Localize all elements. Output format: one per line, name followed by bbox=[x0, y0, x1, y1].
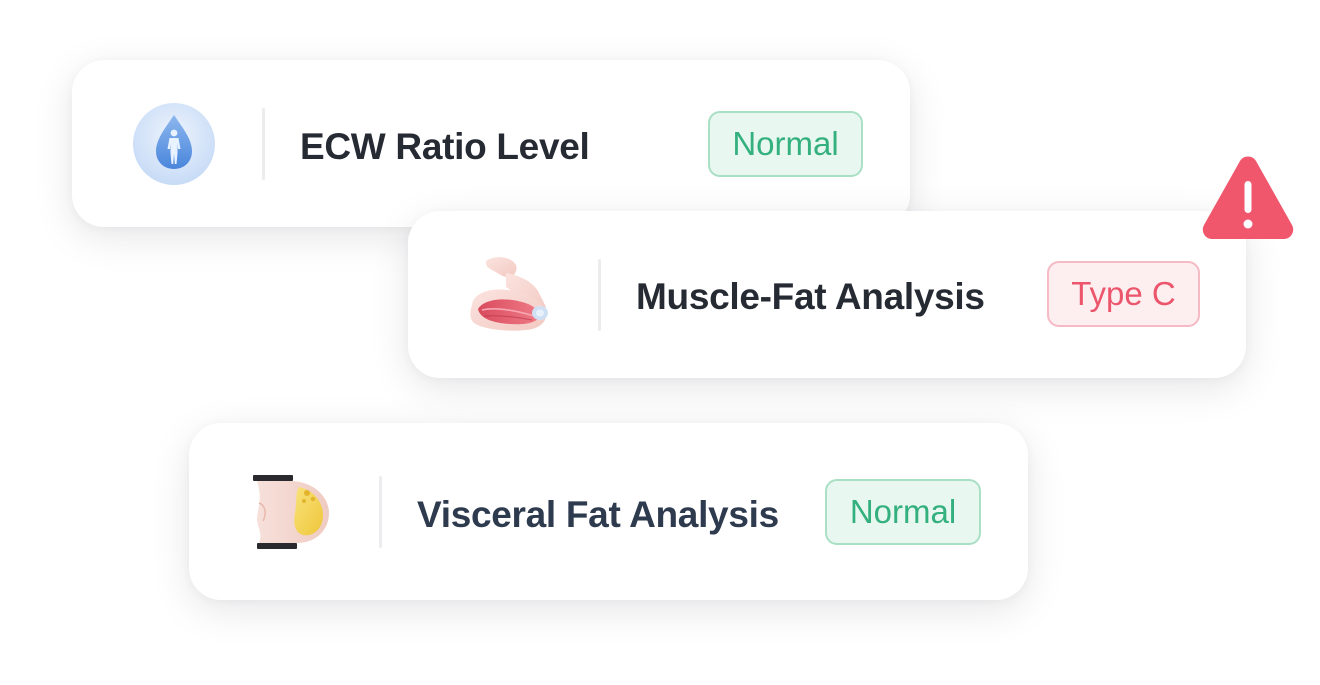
water-drop-body-icon bbox=[132, 102, 216, 186]
status-badge: Normal bbox=[825, 479, 981, 545]
status-badge: Normal bbox=[708, 111, 863, 177]
card-divider bbox=[379, 476, 382, 548]
warning-triangle-icon bbox=[1200, 153, 1296, 243]
card-title: Visceral Fat Analysis bbox=[417, 494, 779, 535]
card-divider bbox=[598, 259, 601, 331]
abdomen-visceral-fat-icon bbox=[247, 473, 337, 553]
flexed-arm-muscle-icon bbox=[466, 255, 558, 337]
status-badge: Type C bbox=[1047, 261, 1200, 327]
card-title: Muscle-Fat Analysis bbox=[636, 276, 985, 317]
card-divider bbox=[262, 108, 265, 180]
ecw-ratio-card[interactable]: ECW Ratio Level Normal bbox=[72, 60, 910, 227]
card-title: ECW Ratio Level bbox=[300, 126, 590, 167]
muscle-fat-card[interactable]: Muscle-Fat Analysis Type C bbox=[408, 211, 1246, 378]
visceral-fat-card[interactable]: Visceral Fat Analysis Normal bbox=[189, 423, 1028, 600]
